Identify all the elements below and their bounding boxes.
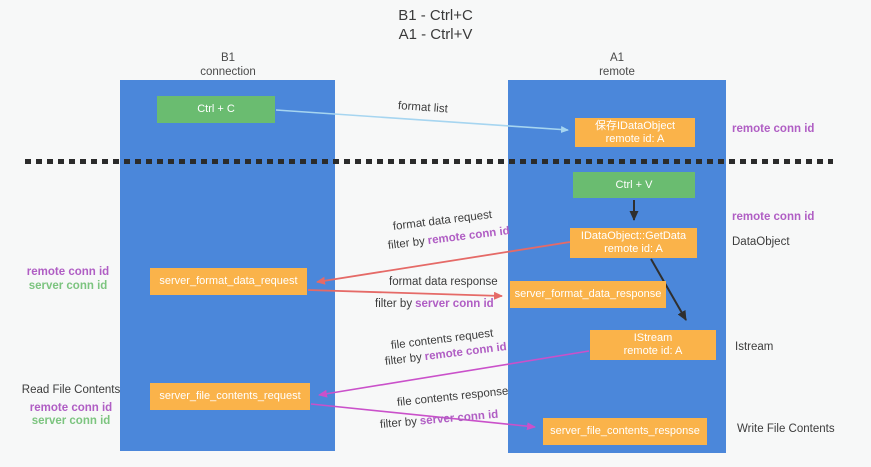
server-format-data-request-label: server_format_data_request: [159, 275, 298, 287]
ctrl-v-box: Ctrl + V: [573, 172, 695, 198]
save-dataobject-box: 保存IDataObject remote id: A: [575, 118, 695, 147]
remote-conn-id-highlight-1: remote conn id: [427, 225, 511, 248]
istream-box: IStream remote id: A: [590, 330, 716, 360]
save-dataobject-line1: 保存IDataObject: [594, 119, 676, 132]
dataobject-label: DataObject: [732, 236, 790, 248]
server-conn-id-highlight-2: server conn id: [419, 408, 499, 428]
dashed-divider: [25, 159, 833, 164]
title-line-1: B1 - Ctrl+C: [398, 7, 473, 24]
ctrl-v-label: Ctrl + V: [615, 178, 653, 191]
format-data-response-label: format data response: [389, 276, 498, 288]
write-file-contents-label: Write File Contents: [737, 423, 835, 435]
server-file-contents-request-label: server_file_contents_request: [159, 390, 301, 402]
ctrl-c-box: Ctrl + C: [157, 96, 275, 123]
ctrl-c-label: Ctrl + C: [197, 103, 235, 115]
server-file-contents-response-label: server_file_contents_response: [550, 425, 700, 437]
read-file-contents-label: Read File Contents: [21, 384, 121, 396]
istream-line2: remote id: A: [623, 345, 683, 357]
lane-header-right: A1 remote: [567, 51, 667, 79]
lane-left-role: connection: [200, 66, 256, 78]
istream-line1: IStream: [633, 332, 673, 344]
filter-by-text-2: filter by: [375, 298, 413, 310]
lane-left-name: B1: [220, 52, 236, 64]
format-list-label: format list: [397, 100, 449, 116]
remote-conn-id-mid-left: remote conn id: [26, 266, 110, 278]
getdata-line1: IDataObject::GetData: [580, 230, 687, 242]
lane-right-role: remote: [599, 66, 635, 78]
server-conn-id-highlight-1: server conn id: [415, 298, 494, 310]
server-file-contents-response-box: server_file_contents_response: [543, 418, 707, 445]
istream-side-label: Istream: [735, 341, 774, 353]
remote-conn-id-top-right: remote conn id: [732, 123, 815, 135]
lane-right-name: A1: [609, 52, 625, 64]
server-format-data-response-label: server_format_data_response: [514, 288, 662, 300]
server-format-data-request-box: server_format_data_request: [150, 268, 307, 295]
lane-header-left: B1 connection: [178, 51, 278, 79]
getdata-box: IDataObject::GetData remote id: A: [570, 228, 697, 258]
filter-by-text-1: filter by: [387, 235, 426, 252]
file-contents-response-label: file contents response: [396, 385, 509, 409]
filter-by-text-3: filter by: [384, 351, 423, 368]
save-dataobject-line2: remote id: A: [605, 132, 665, 145]
remote-conn-id-bottom-left: remote conn id: [29, 402, 113, 414]
server-conn-id-mid-left: server conn id: [28, 280, 108, 292]
server-conn-id-bottom-left: server conn id: [31, 415, 111, 427]
filter-by-text-4: filter by: [379, 415, 418, 431]
diagram-title: B1 - Ctrl+C A1 - Ctrl+V: [0, 6, 871, 44]
server-file-contents-request-box: server_file_contents_request: [150, 383, 310, 410]
remote-conn-id-mid-right: remote conn id: [732, 211, 815, 223]
server-format-data-response-box: server_format_data_response: [510, 281, 666, 308]
format-response-arrow: [307, 289, 503, 300]
getdata-line2: remote id: A: [604, 243, 663, 255]
title-line-2: A1 - Ctrl+V: [398, 26, 473, 43]
